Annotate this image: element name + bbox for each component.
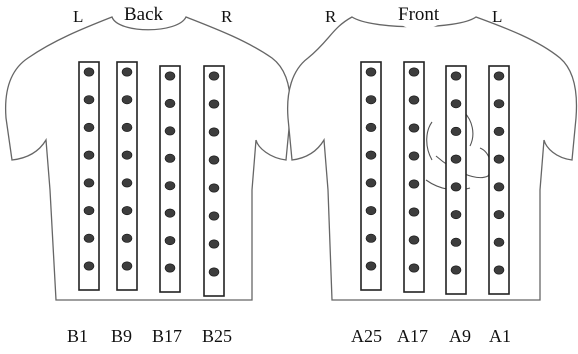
electrode-b25-8: [208, 267, 220, 277]
electrode-b1-7: [83, 233, 95, 243]
electrode-a1-1: [493, 71, 505, 81]
electrode-b9-4: [121, 150, 133, 160]
electrode-b25-5: [208, 183, 220, 193]
electrode-b9-3: [121, 122, 133, 132]
back-right-side-label: R: [221, 7, 233, 26]
electrode-a17-2: [408, 95, 420, 105]
electrode-b25-1: [208, 71, 220, 81]
electrode-b9-1: [121, 67, 133, 77]
electrode-a9-5: [450, 182, 462, 192]
strip-label-b17: B17: [152, 326, 183, 346]
electrode-a9-4: [450, 154, 462, 164]
back-torso-outline: [4, 16, 292, 301]
electrode-a25-2: [365, 95, 377, 105]
strip-label-b25: B25: [202, 326, 233, 346]
electrode-a25-4: [365, 150, 377, 160]
electrode-b25-6: [208, 211, 220, 221]
electrode-strip-b17: [159, 65, 181, 293]
electrode-b17-2: [164, 98, 176, 108]
front-left-side-label: L: [492, 7, 503, 26]
front-electrode-strips: [360, 61, 510, 295]
electrode-b1-4: [83, 150, 95, 160]
electrode-a9-2: [450, 99, 462, 109]
front-right-side-label: R: [325, 7, 337, 26]
electrode-b9-8: [121, 261, 133, 271]
back-title: Back: [124, 4, 164, 25]
electrode-a17-5: [408, 179, 420, 189]
electrode-b17-1: [164, 71, 176, 81]
electrode-a9-6: [450, 210, 462, 220]
electrode-a1-8: [493, 265, 505, 275]
electrode-a17-8: [408, 263, 420, 273]
front-title: Front: [398, 4, 440, 25]
electrode-strip-b1: [78, 61, 100, 291]
electrode-b17-7: [164, 236, 176, 246]
electrode-b17-8: [164, 263, 176, 273]
electrode-strip-b9: [116, 61, 138, 291]
strip-label-a1: A1: [489, 326, 511, 346]
electrode-a1-4: [493, 154, 505, 164]
electrode-strip-a9: [445, 65, 467, 295]
electrode-b17-6: [164, 208, 176, 218]
electrode-b9-6: [121, 206, 133, 216]
strip-label-a25: A25: [351, 326, 382, 346]
electrode-a25-6: [365, 206, 377, 216]
electrode-a9-7: [450, 237, 462, 247]
electrode-a1-3: [493, 126, 505, 136]
front-neck-notch: [400, 16, 440, 30]
electrode-a17-4: [408, 151, 420, 161]
electrode-b9-5: [121, 178, 133, 188]
electrode-a25-8: [365, 261, 377, 271]
electrode-b1-8: [83, 261, 95, 271]
strip-label-b1: B1: [67, 326, 89, 346]
electrode-a25-3: [365, 122, 377, 132]
electrode-b1-5: [83, 178, 95, 188]
electrode-b9-7: [121, 233, 133, 243]
strip-label-a17: A17: [397, 326, 428, 346]
back-electrode-strips: [78, 61, 225, 297]
electrode-a1-6: [493, 210, 505, 220]
electrode-strip-b25: [203, 65, 225, 297]
electrode-a1-7: [493, 237, 505, 247]
front-torso-outline: [286, 16, 578, 301]
strip-label-b9: B9: [111, 326, 133, 346]
electrode-b9-2: [121, 95, 133, 105]
strip-label-a9: A9: [449, 326, 471, 346]
electrode-a17-6: [408, 207, 420, 217]
electrode-b25-3: [208, 127, 220, 137]
electrode-b25-7: [208, 239, 220, 249]
electrode-a1-2: [493, 99, 505, 109]
electrode-b17-3: [164, 126, 176, 136]
electrode-a25-7: [365, 233, 377, 243]
electrode-a25-5: [365, 178, 377, 188]
electrode-a1-5: [493, 182, 505, 192]
electrode-a25-1: [365, 67, 377, 77]
electrode-strip-a1: [488, 65, 510, 295]
electrode-b25-4: [208, 155, 220, 165]
electrode-a9-1: [450, 71, 462, 81]
electrode-b1-1: [83, 67, 95, 77]
electrode-b17-4: [164, 153, 176, 163]
electrode-strip-a17: [403, 61, 425, 293]
electrode-b25-2: [208, 99, 220, 109]
electrode-a17-7: [408, 235, 420, 245]
electrode-b17-5: [164, 181, 176, 191]
electrode-a9-3: [450, 126, 462, 136]
electrode-b1-2: [83, 95, 95, 105]
electrode-a17-1: [408, 67, 420, 77]
electrode-strip-a25: [360, 61, 382, 291]
heart-outline: [425, 111, 492, 191]
electrode-a17-3: [408, 123, 420, 133]
electrode-a9-8: [450, 265, 462, 275]
back-left-side-label: L: [73, 7, 84, 26]
electrode-b1-6: [83, 206, 95, 216]
electrode-b1-3: [83, 122, 95, 132]
